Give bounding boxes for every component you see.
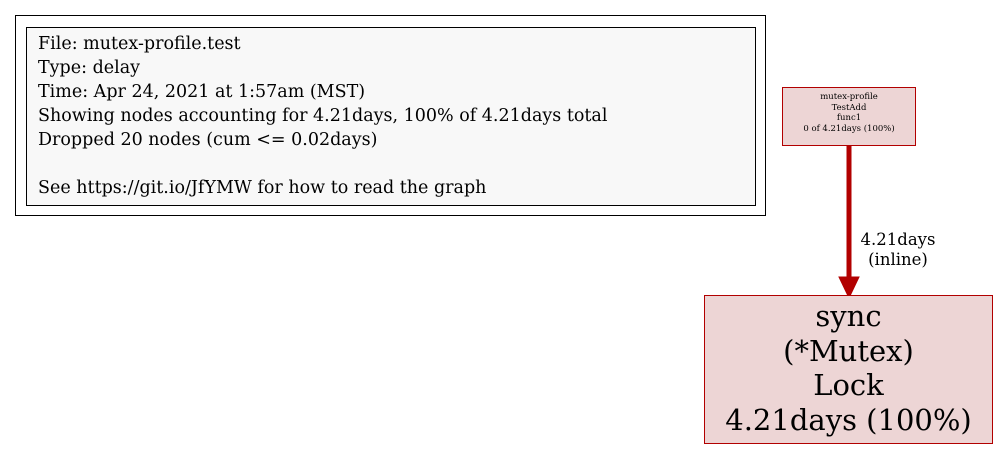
node-caller-package: mutex-profile xyxy=(820,92,878,102)
legend-time: Time: Apr 24, 2021 at 1:57am (MST) xyxy=(38,82,366,102)
node-caller-closure: func1 xyxy=(836,113,862,123)
node-callee-receiver: (*Mutex) xyxy=(783,333,914,368)
node-caller-value: 0 of 4.21days (100%) xyxy=(803,123,895,134)
legend-type: Type: delay xyxy=(38,58,141,78)
edge-weight: 4.21days xyxy=(860,230,936,249)
node-callee-value: 4.21days (100%) xyxy=(725,402,972,437)
legend-showing: Showing nodes accounting for 4.21days, 1… xyxy=(38,106,608,126)
legend-box: File: mutex-profile.test Type: delay Tim… xyxy=(26,27,756,206)
edge-label: 4.21days (inline) xyxy=(848,230,948,270)
legend-dropped: Dropped 20 nodes (cum <= 0.02days) xyxy=(38,130,378,150)
node-caller-function: TestAdd xyxy=(831,102,867,113)
node-callee-method: Lock xyxy=(813,368,884,402)
edge-note: (inline) xyxy=(868,250,928,269)
node-sync-mutex-lock[interactable]: sync (*Mutex) Lock 4.21days (100%) xyxy=(704,295,993,444)
legend-frame: File: mutex-profile.test Type: delay Tim… xyxy=(15,15,766,216)
call-edge-arrowhead xyxy=(838,276,860,300)
legend-help-link: See https://git.io/JfYMW for how to read… xyxy=(38,178,487,198)
legend-file: File: mutex-profile.test xyxy=(38,34,241,54)
node-callee-package: sync xyxy=(815,299,882,333)
node-testadd-func1[interactable]: mutex-profile TestAdd func1 0 of 4.21day… xyxy=(782,87,916,146)
